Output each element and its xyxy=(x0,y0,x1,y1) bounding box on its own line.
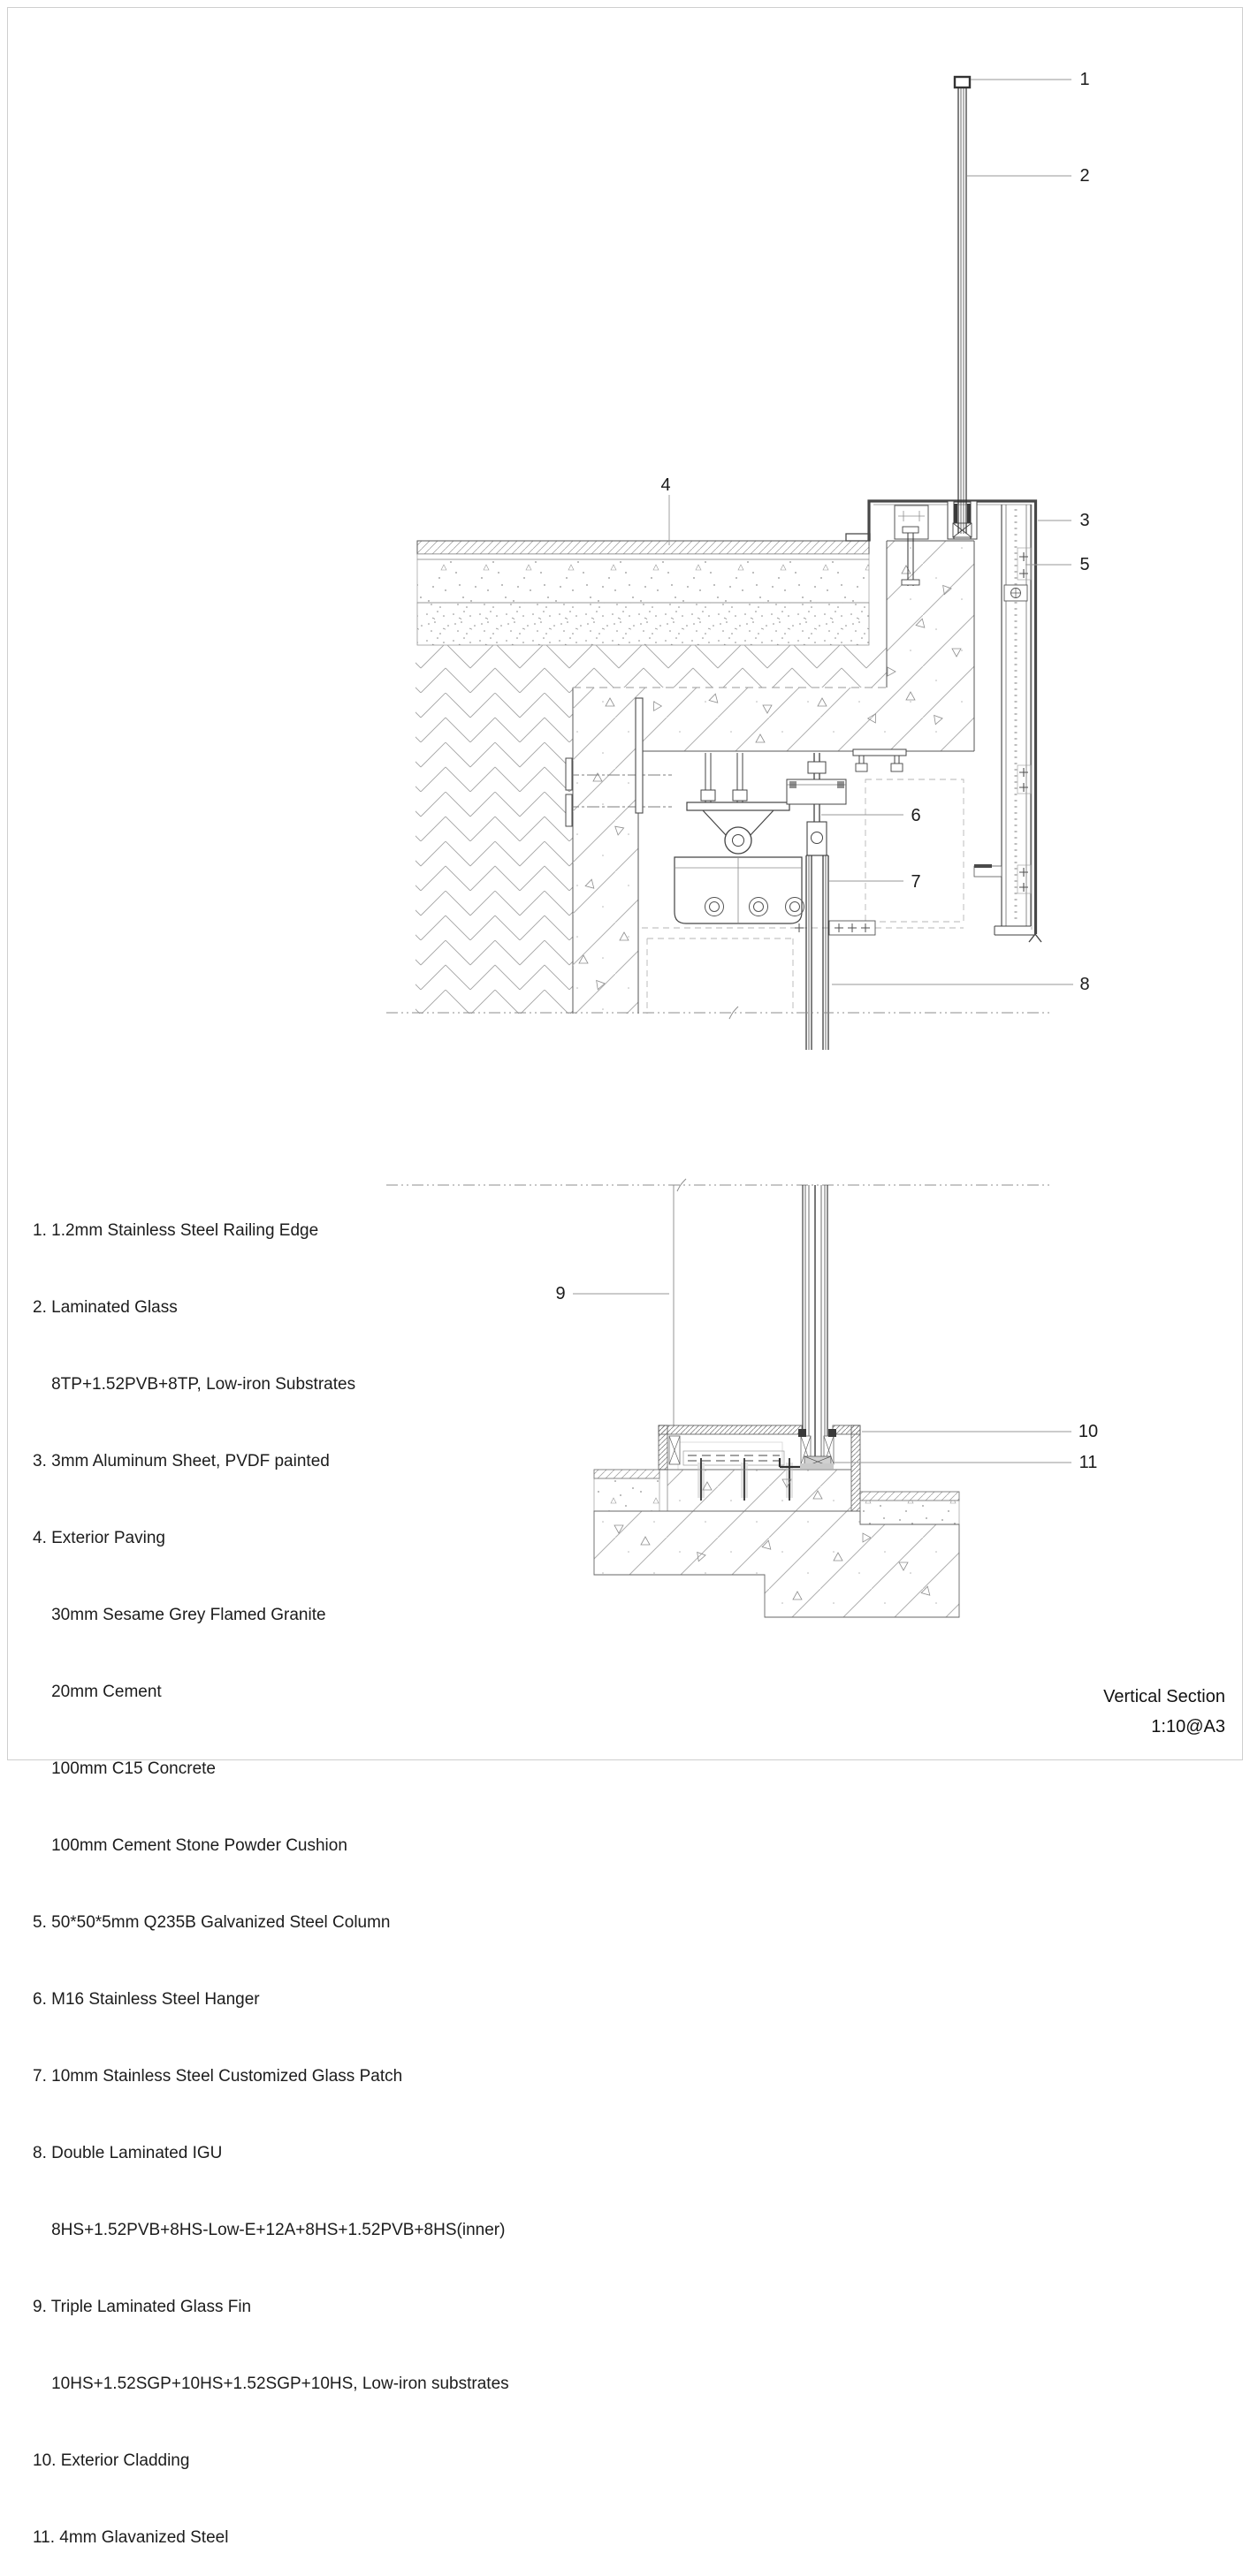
callout-4: 4 xyxy=(660,475,671,495)
glass-shoe xyxy=(947,500,978,540)
legend-line: 8TP+1.52PVB+8TP, Low-iron Substrates xyxy=(33,1375,356,1394)
legend-line: 7. 10mm Stainless Steel Customized Glass… xyxy=(33,2067,403,2086)
page-border xyxy=(7,7,1243,1760)
legend-line: 30mm Sesame Grey Flamed Granite xyxy=(33,1606,326,1624)
legend-line: 2. Laminated Glass xyxy=(33,1298,178,1317)
legend-line: 20mm Cement xyxy=(33,1683,162,1701)
hidden-edges xyxy=(642,779,964,1014)
legend: 1. 1.2mm Stainless Steel Railing Edge 2.… xyxy=(33,1166,509,2576)
legend-line: 100mm C15 Concrete xyxy=(33,1759,216,1778)
callout-3: 3 xyxy=(1079,511,1090,530)
igu-glass xyxy=(805,855,829,1050)
callout-10: 10 xyxy=(1078,1422,1099,1441)
lower-concrete xyxy=(593,1469,960,1618)
lower-pavings xyxy=(593,1469,960,1525)
masonry-anchor-rods xyxy=(565,697,672,827)
legend-line: 9. Triple Laminated Glass Fin xyxy=(33,2298,252,2316)
callout-2: 2 xyxy=(1079,166,1090,186)
railing-edge-cap xyxy=(953,75,972,89)
callout-9: 9 xyxy=(555,1284,566,1303)
legend-line: 11. 4mm Glavanized Steel xyxy=(33,2528,229,2547)
legend-line: 1. 1.2mm Stainless Steel Railing Edge xyxy=(33,1221,319,1240)
legend-line: 10. Exterior Cladding xyxy=(33,2451,190,2470)
legend-line: 6. M16 Stainless Steel Hanger xyxy=(33,1990,260,2009)
legend-line: 10HS+1.52SGP+10HS+1.52SGP+10HS, Low-iron… xyxy=(33,2375,509,2393)
section-drawing xyxy=(7,7,1243,1760)
legend-line: 8HS+1.52PVB+8HS-Low-E+12A+8HS+1.52PVB+8H… xyxy=(33,2221,506,2239)
callout-11: 11 xyxy=(1079,1453,1098,1472)
drawing-sheet: { "title": { "name": "Vertical Section",… xyxy=(7,7,1243,2547)
drawing-scale: 1:10@A3 xyxy=(1151,1717,1225,1736)
legend-line: 8. Double Laminated IGU xyxy=(33,2144,223,2162)
callout-7: 7 xyxy=(911,872,921,892)
lower-leaders xyxy=(573,1293,1071,1463)
lower-glass-bundle xyxy=(802,1185,828,1463)
concrete-slab-parapet xyxy=(573,540,975,1014)
legend-line: 3. 3mm Aluminum Sheet, PVDF painted xyxy=(33,1452,330,1470)
exterior-paving-layers xyxy=(416,540,870,646)
callout-5: 5 xyxy=(1079,555,1090,574)
lower-section-detail xyxy=(386,1178,1071,1618)
drawing-title: Vertical Section xyxy=(1103,1687,1225,1706)
legend-line: 4. Exterior Paving xyxy=(33,1529,165,1547)
callout-1: 1 xyxy=(1079,70,1090,89)
mullion-fasteners xyxy=(1017,547,1032,894)
lower-break-line xyxy=(386,1178,1052,1192)
legend-line: 100mm Cement Stone Powder Cushion xyxy=(33,1836,347,1855)
title-block: Vertical Section 1:10@A3 xyxy=(1103,1682,1225,1742)
curtain-wall-mullion xyxy=(795,505,1035,936)
hanger-patch-assembly xyxy=(674,748,907,924)
upper-section-detail xyxy=(386,75,1073,1050)
upper-leaders xyxy=(668,79,1073,985)
callout-8: 8 xyxy=(1079,975,1090,994)
railing-glass xyxy=(953,75,972,534)
legend-line: 5. 50*50*5mm Q235B Galvanized Steel Colu… xyxy=(33,1913,391,1932)
upper-break-line xyxy=(386,1006,1052,1020)
callout-6: 6 xyxy=(911,806,921,825)
